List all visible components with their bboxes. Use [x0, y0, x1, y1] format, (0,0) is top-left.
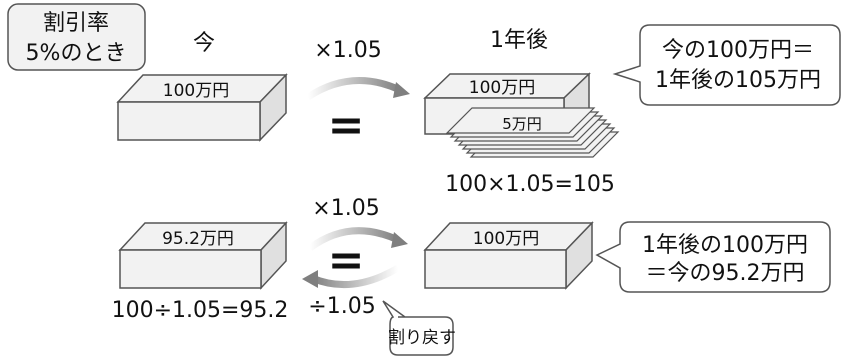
label-multiply-bottom: ×1.05 [312, 196, 379, 221]
interest-stack-label: 5万円 [502, 115, 542, 133]
block-now-bottom-label: 95.2万円 [162, 229, 234, 249]
callout-top-line2: 1年後の105万円 [655, 68, 821, 93]
callout-bottom: 1年後の100万円 ＝今の95.2万円 [595, 221, 831, 293]
callout-discount-back: 割り戻す [382, 300, 456, 356]
discount-rate-value: 5%のとき [26, 41, 127, 66]
block-now-top-label: 100万円 [163, 81, 229, 101]
equals-sign-bottom: = [328, 235, 365, 286]
label-divide: ÷1.05 [308, 294, 375, 319]
callout-top-line1: 今の100万円＝ [662, 38, 814, 63]
divide-arrow [302, 264, 400, 289]
callout-top: 今の100万円＝ 1年後の105万円 [612, 24, 841, 106]
multiply-arrow-top [306, 77, 410, 100]
equals-sign-top: = [328, 100, 365, 151]
callout-bottom-line1: 1年後の100万円 [642, 233, 808, 258]
callout-bottom-line2: ＝今の95.2万円 [646, 261, 805, 286]
block-now-bottom: 95.2万円 [118, 221, 288, 290]
block-future-top-label: 100万円 [469, 78, 535, 98]
block-now-top: 100万円 [116, 73, 288, 142]
discount-rate-box: 割引率 5%のとき [7, 3, 146, 71]
multiply-arrow-bottom [307, 227, 408, 251]
calc-top: 100×1.05=105 [445, 172, 615, 197]
label-multiply-top: ×1.05 [314, 38, 381, 63]
calc-bottom: 100÷1.05=95.2 [112, 298, 289, 323]
label-after-1-year: 1年後 [490, 28, 548, 53]
block-future-bottom-label: 100万円 [473, 229, 539, 249]
discount-rate-label: 割引率 [43, 11, 109, 36]
label-now: 今 [193, 31, 215, 56]
block-future-bottom: 100万円 [423, 221, 594, 290]
callout-discount-back-label: 割り戻す [388, 328, 456, 348]
interest-stack: 5万円 [445, 107, 620, 158]
